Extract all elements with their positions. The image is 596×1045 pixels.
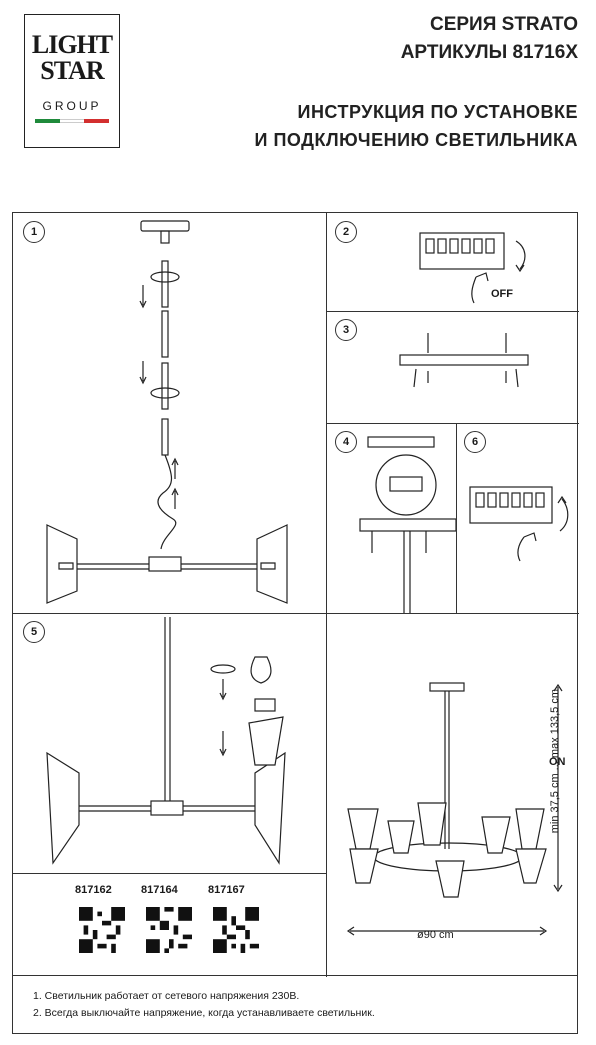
- step-4-illustration: [359, 436, 456, 613]
- step-6-illustration: [469, 486, 569, 562]
- code-2: 817164: [141, 884, 178, 896]
- step-5-illustration: [46, 617, 286, 865]
- step-6-badge: 6: [464, 431, 486, 453]
- qr-code-3: [213, 907, 259, 953]
- step-2-illustration: [419, 232, 526, 304]
- note-2: 2. Всегда выключайте напряжение, когда у…: [33, 1007, 375, 1019]
- logo-line-1: LIGHT: [31, 30, 113, 59]
- instruction-title: ИНСТРУКЦИЯ ПО УСТАНОВКЕ И ПОДКЛЮЧЕНИЮ СВ…: [255, 98, 578, 154]
- brand-logo: LIGHT STAR GROUP: [24, 14, 120, 148]
- instruction-grid: 1 2: [12, 212, 579, 977]
- height-dimension: min 37,5 cm ... max 133,5 cm: [549, 689, 561, 834]
- diameter-dimension: ø90 cm: [417, 929, 454, 941]
- code-3: 817167: [208, 884, 245, 896]
- code-1: 817162: [75, 884, 112, 896]
- off-label: OFF: [491, 288, 513, 300]
- logo-line-2: STAR: [40, 56, 104, 85]
- article-title: АРТИКУЛЫ 81716X: [400, 42, 578, 63]
- instruction-title-line-2: И ПОДКЛЮЧЕНИЮ СВЕТИЛЬНИКА: [254, 130, 578, 150]
- qr-code-2: [146, 907, 192, 953]
- note-1: 1. Светильник работает от сетевого напря…: [33, 990, 300, 1002]
- step-4-badge: 4: [335, 431, 357, 453]
- step-1-illustration: [46, 220, 288, 604]
- instruction-title-line-1: ИНСТРУКЦИЯ ПО УСТАНОВКЕ: [297, 102, 578, 122]
- step-1-badge: 1: [23, 221, 45, 243]
- logo-line-3: GROUP: [42, 99, 102, 113]
- step-3-badge: 3: [335, 319, 357, 341]
- flag-stripe: [35, 119, 110, 123]
- on-label: ON: [549, 756, 566, 768]
- step-5-badge: 5: [23, 621, 45, 643]
- step-3-illustration: [399, 333, 529, 388]
- dimension-illustration: [346, 682, 563, 936]
- step-2-badge: 2: [335, 221, 357, 243]
- notes-box: 1. Светильник работает от сетевого напря…: [12, 976, 578, 1034]
- series-title: СЕРИЯ STRATO: [429, 14, 578, 35]
- qr-code-1: [79, 907, 125, 953]
